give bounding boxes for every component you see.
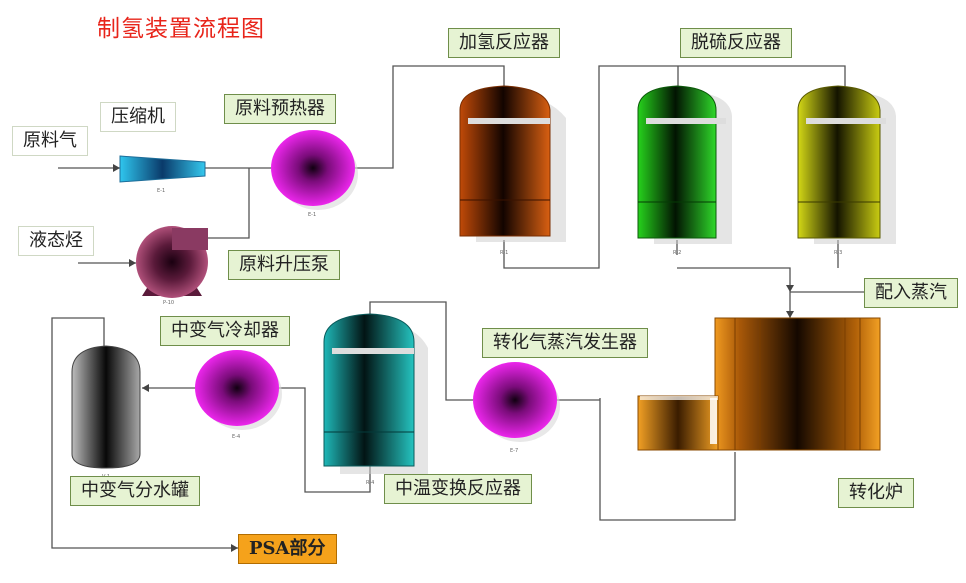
diagram-title: 制氢装置流程图 — [97, 16, 265, 42]
desulfurization-reactor-2: R-3 — [797, 85, 896, 256]
steam-generator: E-7 — [473, 362, 560, 454]
separator-to-psa-line — [51, 317, 238, 549]
svg-text:P-10: P-10 — [163, 300, 174, 306]
hydrogenation-reactor: R-1 — [459, 85, 566, 256]
label-hydrogenation-reactor: 加氢反应器 — [448, 28, 560, 58]
label-shift-gas-cooler: 中变气冷却器 — [160, 316, 290, 346]
label-reformer: 转化炉 — [838, 478, 914, 508]
steam-gen-to-shift-line — [369, 301, 474, 401]
label-steam-injection: 配入蒸汽 — [864, 278, 958, 308]
svg-text:E-7: E-7 — [510, 448, 518, 454]
label-shift-gas-separator: 中变气分水罐 — [70, 476, 200, 506]
preheater-to-hydrogenation-line — [355, 65, 505, 169]
reformer-furnace — [637, 317, 881, 451]
pump-to-feed-line — [207, 168, 250, 239]
label-shift-reactor: 中温变换反应器 — [384, 474, 532, 504]
label-raw-gas: 原料气 — [12, 126, 88, 156]
shift-gas-cooler: E-4 — [195, 350, 282, 440]
feed-pump: P-10 — [136, 226, 208, 306]
svg-text:R-2: R-2 — [673, 250, 681, 256]
desulf-to-reformer-line — [677, 267, 791, 318]
svg-text:E-4: E-4 — [232, 434, 240, 440]
label-steam-generator: 转化气蒸汽发生器 — [482, 328, 648, 358]
compressor: E-1 — [119, 155, 206, 194]
arrow-desulf — [786, 311, 794, 318]
flow-lines — [51, 65, 866, 549]
arrow-raw-gas — [113, 164, 120, 172]
flow-arrows — [113, 164, 794, 552]
svg-text:R-4: R-4 — [366, 480, 374, 486]
label-desulfurization-reactor: 脱硫反应器 — [680, 28, 792, 58]
desulfurization-reactor-1: R-2 — [637, 85, 732, 256]
label-compressor: 压缩机 — [100, 102, 176, 132]
label-liquid-hydrocarbon: 液态烃 — [18, 226, 94, 256]
arrow-separator — [142, 384, 149, 392]
hydrogenation-to-desulfurization-line — [503, 65, 846, 269]
feed-preheater: E-1 — [271, 130, 358, 218]
svg-text:R-3: R-3 — [834, 250, 842, 256]
label-feed-preheater: 原料预热器 — [224, 94, 336, 124]
svg-text:E-1: E-1 — [308, 212, 316, 218]
label-feed-booster-pump: 原料升压泵 — [228, 250, 340, 280]
arrow-reformer-in — [786, 285, 794, 292]
svg-text:R-1: R-1 — [500, 250, 508, 256]
shift-reactor-outlet-line — [278, 387, 371, 493]
svg-text:E-1: E-1 — [157, 188, 165, 194]
shift-gas-separator: V-1 — [71, 345, 141, 480]
shift-reactor: R-4 — [323, 313, 428, 486]
arrow-liquid — [129, 259, 136, 267]
psa-section-box: PSA部分 — [238, 534, 337, 564]
reformer-outlet-line — [599, 398, 736, 521]
arrow-psa — [231, 544, 238, 552]
